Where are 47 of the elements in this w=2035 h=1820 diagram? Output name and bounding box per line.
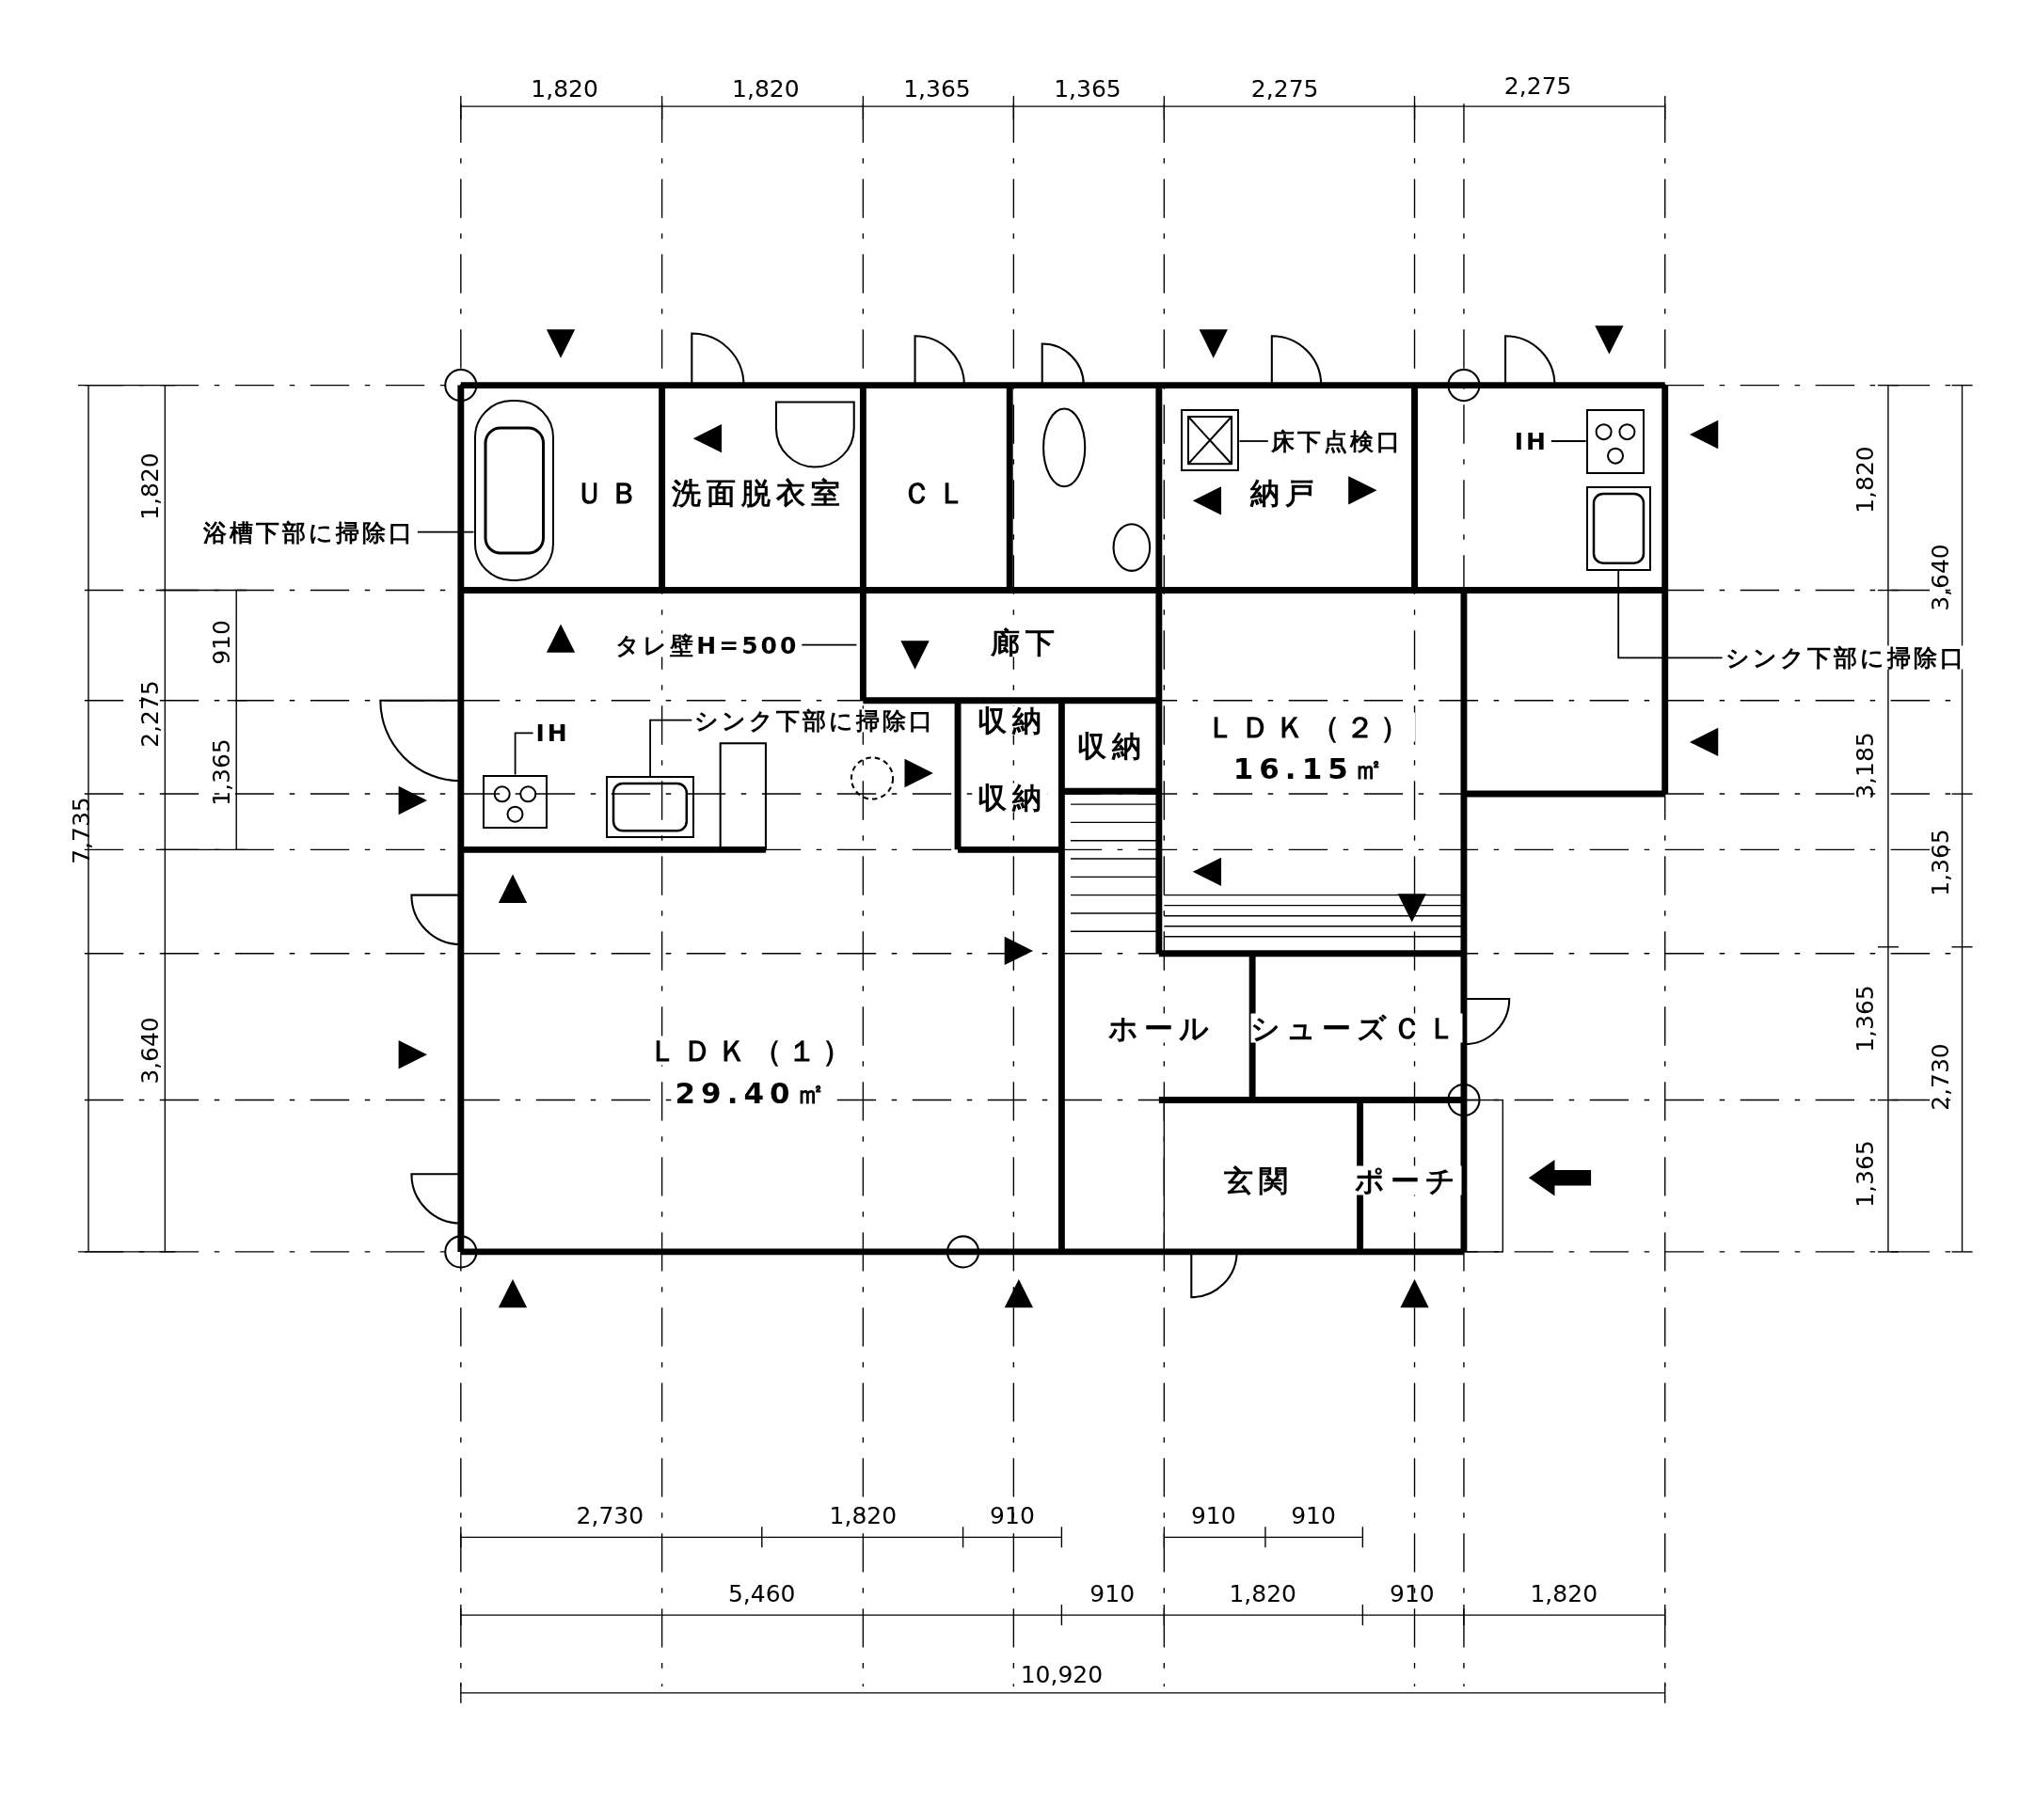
- dimension-text: 1,365: [209, 738, 232, 806]
- dimension-text: 910: [1390, 1581, 1435, 1606]
- room-label: 収納: [977, 783, 1047, 813]
- dimension-text: 910: [990, 1503, 1035, 1527]
- callout-text: シンク下部に掃除口: [1725, 645, 1966, 670]
- leader-line: [801, 643, 858, 646]
- dimension-text: 1,820: [732, 76, 800, 101]
- dimension-text: 1,820: [1229, 1581, 1296, 1606]
- dimension-text: 2,730: [1928, 1043, 1952, 1111]
- dimension-text: 1,365: [903, 76, 971, 101]
- dimension-text: 2,275: [1503, 73, 1572, 98]
- room-label: シューズＣＬ: [1250, 1013, 1463, 1043]
- stove-icon: [1585, 408, 1645, 474]
- stove-icon: [483, 774, 548, 830]
- dimension-text: 1,820: [1530, 1581, 1598, 1606]
- dimension-text: 1,820: [137, 452, 162, 521]
- dimension-text: 7,735: [69, 797, 92, 864]
- dimension-text: 2,730: [576, 1503, 644, 1527]
- dimension-text: 5,460: [727, 1581, 796, 1606]
- dimension-text: 1,820: [1852, 446, 1877, 514]
- sink-icon: [1585, 486, 1651, 571]
- dimension-text: 3,640: [1928, 544, 1952, 611]
- dimension-text: 1,365: [1852, 985, 1877, 1052]
- dimension-text: 3,185: [1852, 732, 1877, 799]
- bathtub-icon: [473, 399, 554, 581]
- leader-line: [1550, 440, 1587, 442]
- room-label: ポーチ: [1355, 1165, 1462, 1195]
- dimension-text: 2,275: [137, 679, 162, 748]
- dimension-text: 910: [1291, 1503, 1336, 1527]
- dimension-text: 910: [209, 619, 232, 665]
- dimension-text: 910: [1190, 1503, 1236, 1527]
- floor-hatch-icon: [1181, 408, 1240, 471]
- dimension-text: 910: [1089, 1581, 1136, 1606]
- leader-line: [1617, 570, 1724, 659]
- dimension-text: 1,365: [1054, 76, 1121, 101]
- dimension-text: 1,365: [1928, 829, 1952, 897]
- dimension-text: 1,820: [531, 76, 598, 101]
- dimension-text: 10,920: [1020, 1662, 1104, 1685]
- sink-icon: [606, 775, 694, 839]
- leader-line: [514, 732, 534, 776]
- dimension-text: 3,640: [137, 1017, 162, 1085]
- dimension-text: 1,820: [829, 1503, 898, 1527]
- dimension-text: 2,275: [1250, 76, 1319, 101]
- leader-line: [1238, 440, 1269, 442]
- leader-line: [649, 719, 693, 777]
- leader-line: [416, 530, 475, 533]
- dimension-text: 1,365: [1852, 1140, 1877, 1209]
